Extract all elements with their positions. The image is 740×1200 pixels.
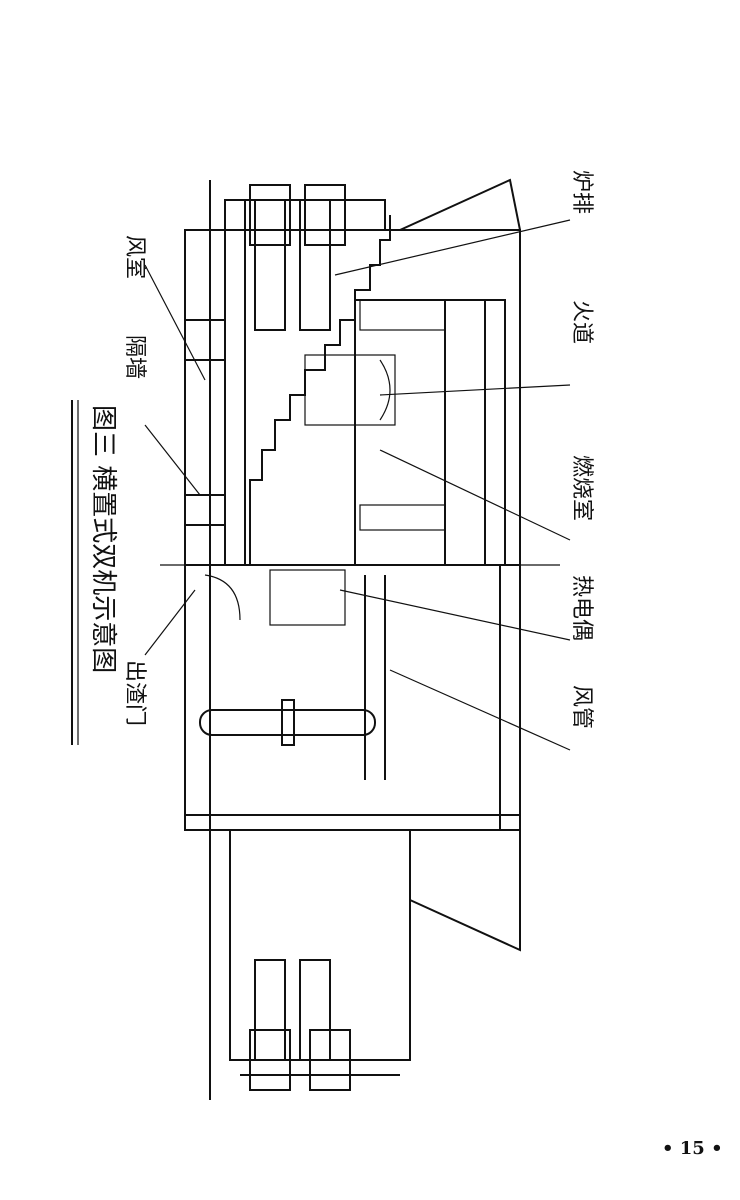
label-grate: 炉排 <box>569 170 594 214</box>
grate-steps <box>249 215 391 565</box>
partition-wall <box>184 319 226 361</box>
air-duct <box>199 569 386 780</box>
label-wind-chamber: 风室 <box>122 235 147 279</box>
machine-body-outline <box>184 178 521 1100</box>
label-partition-wall: 隔墙 <box>122 335 147 379</box>
label-thermocouple: 热电偶 <box>569 575 594 641</box>
figure-title: 图三 横置式双机示意图 <box>88 405 118 673</box>
leader-lines <box>144 219 571 751</box>
page-number: • 15 • <box>662 1138 723 1159</box>
label-slag-door: 出渣门 <box>122 660 147 726</box>
label-combustion-chamber: 燃烧室 <box>569 455 594 521</box>
label-air-duct: 风管 <box>569 685 594 729</box>
label-fire-channel: 火道 <box>569 300 594 344</box>
partition-wall <box>184 494 226 526</box>
combustion-chamber <box>304 299 506 566</box>
